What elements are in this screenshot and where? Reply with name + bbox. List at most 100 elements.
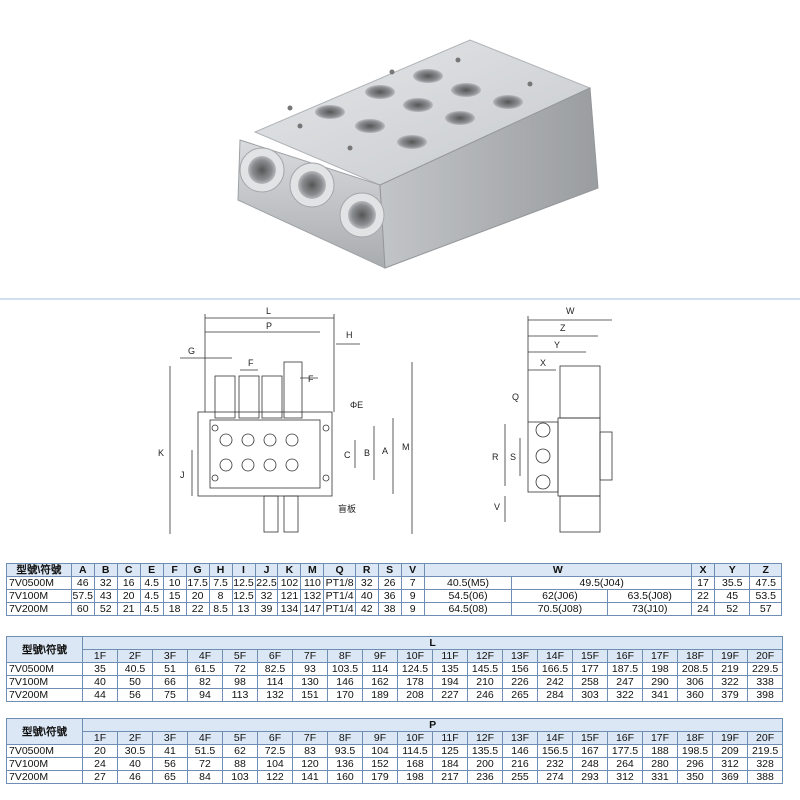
table-cell: 84 (187, 770, 223, 784)
dimension-drawing: L P H G F F ΦE K J C B A M 盲板 W Z Y X Q … (158, 306, 613, 534)
table-cell: 8F (327, 649, 363, 663)
table-cell: 57.5 (70, 589, 95, 603)
table-cell: 13 (231, 602, 256, 616)
table-cell: 20F (746, 649, 784, 663)
table-cell: 232 (537, 757, 573, 771)
table-cell: 274 (537, 770, 573, 784)
table-cell: 10F (397, 731, 433, 745)
table-cell: 264 (607, 757, 643, 771)
table-cell: 38 (377, 602, 402, 616)
table-cell: 16F (607, 649, 643, 663)
table-cell: 51.5 (187, 744, 223, 758)
table-cell: 54.5(06) (423, 589, 513, 603)
table-cell: 229.5 (746, 662, 784, 676)
table-cell: 312 (712, 757, 748, 771)
table-cell: 7 (400, 576, 425, 590)
table-cell: 2F (117, 731, 153, 745)
table-cell: 9 (400, 602, 425, 616)
table-cell: 17F (642, 731, 678, 745)
table-cell: 24 (82, 757, 118, 771)
dim-label-F1: F (248, 358, 254, 368)
table-cell: 52 (713, 602, 751, 616)
table-cell: 27 (82, 770, 118, 784)
table-cell: 388 (746, 770, 784, 784)
col-header: S (377, 563, 402, 577)
col-header: I (231, 563, 256, 577)
table-cell: 56 (117, 688, 153, 702)
table-cell: 40.5(M5) (423, 576, 513, 590)
table-cell: 227 (432, 688, 468, 702)
dim-label-S: S (510, 452, 516, 462)
table-cell: 66 (152, 675, 188, 689)
dim-label-Y: Y (554, 340, 560, 350)
table-cell: 188 (642, 744, 678, 758)
group-header: P (81, 718, 784, 732)
model-cell: 7V100M (6, 757, 83, 771)
table-cell: 15F (572, 731, 608, 745)
table-cell: 103.5 (327, 662, 363, 676)
table-cell: 63.5(J08) (607, 589, 692, 603)
table-cell: 50 (117, 675, 153, 689)
table-cell: 72 (187, 757, 223, 771)
table-cell: 62 (222, 744, 258, 758)
table-cell: 322 (607, 688, 643, 702)
table-cell: 19F (712, 731, 748, 745)
table-cell: 35.5 (713, 576, 751, 590)
table-cell: 75 (152, 688, 188, 702)
table-cell: 122 (257, 770, 293, 784)
table-cell: PT1/4 (323, 589, 356, 603)
table-cell: 110 (300, 576, 325, 590)
table-cell: 114 (362, 662, 398, 676)
dim-label-A: A (382, 446, 388, 456)
table-cell: 22.5 (254, 576, 279, 590)
col-header: X (691, 563, 715, 577)
col-header: Z (749, 563, 782, 577)
table-cell: 303 (572, 688, 608, 702)
table-cell: 2F (117, 649, 153, 663)
table-cell: 13F (502, 731, 538, 745)
dim-label-J: J (180, 470, 185, 480)
table-cell: 13F (502, 649, 538, 663)
table-cell: 39 (254, 602, 279, 616)
table-cell: PT1/8 (323, 576, 356, 590)
table-cell: 114.5 (397, 744, 433, 758)
table-cell: 102 (277, 576, 302, 590)
dim-label-L: L (266, 306, 271, 316)
table-cell: 20 (82, 744, 118, 758)
table-cell: 166.5 (537, 662, 573, 676)
table-cell: 124.5 (397, 662, 433, 676)
side-view-body (527, 421, 559, 493)
table-cell: 35 (82, 662, 118, 676)
dim-label-Q: Q (512, 392, 519, 402)
table-cell: 6F (257, 649, 293, 663)
blind-plate-label: 盲板 (338, 503, 356, 514)
table-cell: 114 (257, 675, 293, 689)
table-cell: 145.5 (467, 662, 503, 676)
table-cell: 8 (208, 589, 233, 603)
table-cell: 113 (222, 688, 258, 702)
table-cell: 70.5(J08) (511, 602, 609, 616)
table-cell: 247 (607, 675, 643, 689)
model-cell: 7V0500M (6, 576, 72, 590)
col-header: B (93, 563, 118, 577)
table-cell: 248 (572, 757, 608, 771)
table-cell: 1F (82, 649, 118, 663)
table-cell: 328 (746, 757, 784, 771)
table-cell: 14F (537, 649, 573, 663)
table-header-row: 型號\符號 P (6, 718, 784, 745)
table-cell: 32 (93, 576, 118, 590)
table-cell: 7F (292, 731, 328, 745)
table-cell: 184 (432, 757, 468, 771)
table-cell: 17.5 (185, 576, 210, 590)
table-cell: 11F (432, 649, 468, 663)
table-cell: 312 (607, 770, 643, 784)
table-cell: 146 (502, 744, 538, 758)
table-cell: 177.5 (607, 744, 643, 758)
dim-label-R: R (492, 452, 499, 462)
table-cell: 219 (712, 662, 748, 676)
